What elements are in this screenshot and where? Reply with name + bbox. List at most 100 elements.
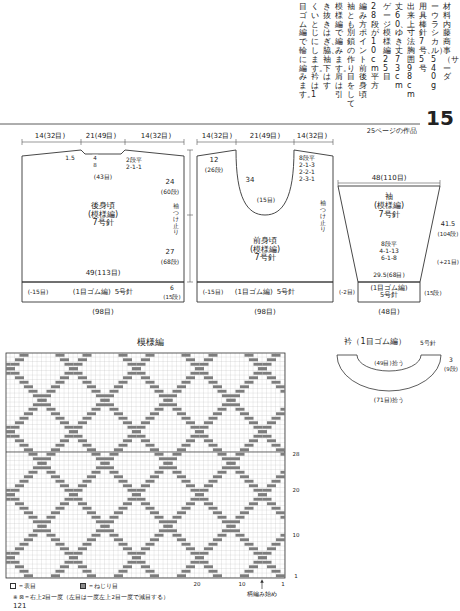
drawing-stroke: [128, 363, 137, 366]
drawing-stroke: [240, 475, 249, 478]
drawing-stroke: [182, 417, 191, 420]
drawing-stroke: [15, 565, 24, 568]
dimension-label: 14(32目): [201, 132, 233, 140]
drawing-stroke: [141, 484, 150, 487]
drawing-stroke: [218, 408, 227, 411]
drawing-stroke: [74, 435, 83, 438]
drawing-stroke: [33, 457, 42, 460]
drawing-stroke: [258, 556, 267, 559]
drawing-stroke: [6, 372, 11, 375]
drawing-stroke: [213, 448, 222, 451]
drawing-stroke: [141, 439, 150, 442]
drawing-stroke: [272, 543, 281, 546]
drawing-stroke: [258, 367, 267, 370]
drawing-stroke: [74, 561, 83, 564]
drawing-stroke: [24, 475, 33, 478]
drawing-stroke: [101, 462, 110, 465]
drawing-stroke: [38, 525, 47, 528]
drawing-stroke: [6, 363, 11, 366]
drawing-stroke: [65, 435, 74, 438]
drawing-stroke: [141, 565, 150, 568]
dimension-label: 27: [165, 248, 176, 256]
drawing-stroke: [191, 498, 200, 501]
drawing-stroke: [101, 399, 110, 402]
dimension-label: 模様編: [136, 337, 165, 348]
drawing-stroke: [11, 372, 20, 375]
drawing-stroke: [267, 502, 276, 505]
drawing-stroke: [6, 354, 285, 577]
drawing-stroke: [159, 529, 168, 532]
drawing-stroke: [263, 435, 272, 438]
drawing-stroke: [281, 516, 286, 519]
drawing-stroke: [96, 529, 105, 532]
drawing-stroke: [87, 412, 96, 415]
drawing-stroke: [42, 394, 51, 397]
drawing-stroke: [231, 520, 240, 523]
drawing-stroke: [186, 358, 195, 361]
drawing-stroke: [11, 498, 20, 501]
drawing-stroke: [60, 484, 69, 487]
drawing-stroke: [236, 453, 245, 456]
drawing-stroke: [33, 394, 42, 397]
drawing-stroke: [123, 421, 132, 424]
drawing-stroke: [173, 408, 182, 411]
drawing-stroke: [51, 448, 60, 451]
drawing-stroke: [47, 516, 56, 519]
drawing-stroke: [105, 520, 114, 523]
drawing-stroke: [114, 511, 123, 514]
drawing-stroke: [249, 484, 258, 487]
drawing-stroke: [191, 552, 200, 555]
drawing-stroke: [168, 466, 177, 469]
drawing-stroke: [78, 547, 87, 550]
drawing-stroke: [204, 484, 213, 487]
drawing-stroke: [245, 444, 254, 447]
dimension-label: 21(49目): [249, 132, 281, 140]
drawing-stroke: [6, 556, 15, 559]
piece-text: 5号針: [277, 288, 295, 296]
drawing-stroke: [209, 444, 218, 447]
drawing-stroke: [60, 376, 69, 379]
dimension-label: (98目): [91, 308, 114, 316]
drawing-stroke: [114, 574, 123, 577]
drawing-stroke: [272, 570, 281, 573]
legend-item: ＝ねじり目: [80, 582, 118, 589]
drawing-stroke: [105, 403, 114, 406]
drawing-stroke: [222, 403, 231, 406]
drawing-stroke: [159, 466, 168, 469]
drawing-stroke: [56, 570, 65, 573]
drawing-stroke: [195, 430, 204, 433]
dimension-label: ※ ⊠＝右上2目一度（左目は一度左上2目一度で減目する）: [12, 594, 170, 601]
dimension-label: 41.5: [440, 221, 456, 229]
drawing-stroke: [240, 538, 249, 541]
drawing-stroke: [177, 385, 186, 388]
instruction-text: 袖とも別鎖の作り目をして: [347, 3, 355, 109]
drawing-stroke: [254, 552, 263, 555]
drawing-stroke: [6, 493, 15, 496]
drawing-stroke: [78, 358, 87, 361]
dimension-label: 5号針: [419, 339, 437, 346]
drawing-stroke: [123, 358, 132, 361]
drawing-stroke: [155, 408, 164, 411]
drawing-stroke: [65, 426, 74, 429]
drawing-stroke: [254, 498, 263, 501]
dimension-label: (26段): [204, 166, 224, 173]
drawing-stroke: [42, 466, 51, 469]
drawing-stroke: [263, 552, 272, 555]
drawing-stroke: [209, 570, 218, 573]
drawing-stroke: [42, 520, 51, 523]
drawing-stroke: [51, 385, 60, 388]
drawing-stroke: [227, 462, 236, 465]
drawing-stroke: [128, 498, 137, 501]
dimension-label: (104段): [437, 231, 460, 238]
drawing-stroke: [96, 466, 105, 469]
dimension-label: 8: [92, 162, 98, 169]
drawing-stroke: [182, 480, 191, 483]
drawing-stroke: [213, 475, 222, 478]
drawing-stroke: [146, 480, 155, 483]
drawing-stroke: [60, 421, 69, 424]
drawing-stroke: [29, 390, 38, 393]
drawing-stroke: [281, 453, 286, 456]
drawing-stroke: [132, 493, 141, 496]
legend-item: ＝表目: [10, 582, 36, 589]
drawing-stroke: [47, 471, 56, 474]
